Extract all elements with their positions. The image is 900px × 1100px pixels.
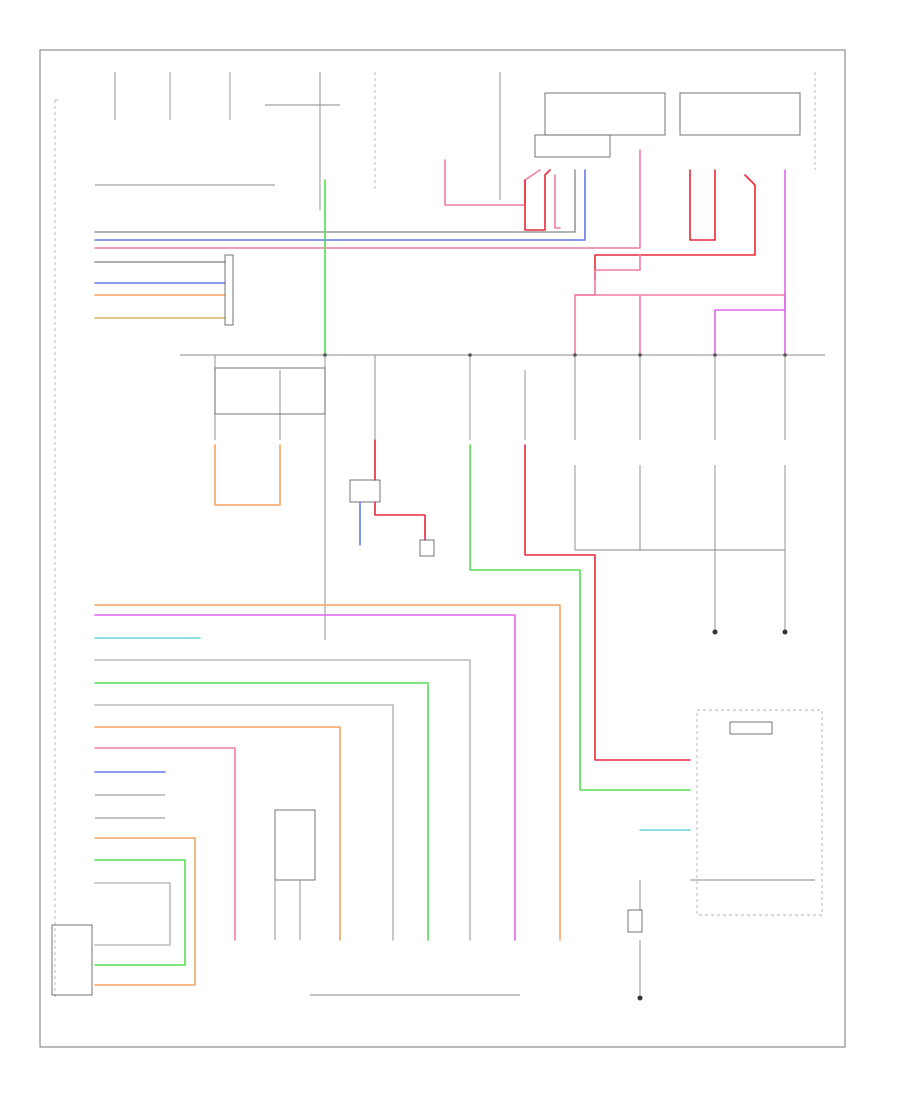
bus-drops	[214, 355, 786, 440]
meter-label-box	[729, 721, 773, 735]
wire-pink-right	[574, 254, 641, 356]
lamp-circuit	[574, 465, 788, 635]
wire-red-top	[524, 169, 551, 231]
top-enclosure	[54, 72, 816, 1000]
wire-blue-1	[94, 169, 586, 241]
wire-orange-u	[214, 444, 281, 506]
top-fuse-connectors	[95, 72, 340, 210]
wire-orange-long-2	[94, 726, 341, 941]
junction-dots	[323, 353, 787, 357]
wire-green-bracket	[94, 859, 186, 966]
wire-orange-bracket	[94, 837, 196, 986]
relay-boxes-top	[499, 72, 801, 200]
left-bottom-harness	[51, 604, 561, 996]
wire-magenta-long	[94, 614, 516, 941]
relay-mid	[349, 479, 381, 503]
wire-red-right-2	[594, 174, 756, 281]
wire-pink-top-2	[554, 174, 561, 229]
ground-connector	[627, 909, 643, 933]
diagram-frame	[39, 49, 846, 1048]
combination-meter	[696, 709, 823, 916]
sensor-mid	[419, 539, 435, 557]
wire-red-mid	[374, 439, 426, 541]
light-sensor-box	[51, 924, 93, 996]
wire-pink-1	[94, 149, 641, 249]
wire-green-long-2	[94, 682, 429, 941]
wire-red-long	[524, 444, 691, 761]
wire-green-long	[469, 444, 691, 791]
left-harness-lines	[94, 149, 641, 326]
wire-pink-right-2	[574, 294, 786, 311]
combination-switch	[274, 809, 520, 996]
wire-gray-long-2	[94, 704, 394, 941]
wire-magenta-right-2	[714, 309, 786, 356]
wire-gray-bracket	[94, 882, 171, 946]
connector-block-left	[224, 254, 234, 326]
wire-gray-1	[94, 169, 576, 233]
wire-red-right	[689, 169, 716, 241]
wire-gray-long	[94, 659, 471, 941]
wire-orange-long	[94, 604, 561, 941]
wire-pink-long	[94, 747, 236, 941]
